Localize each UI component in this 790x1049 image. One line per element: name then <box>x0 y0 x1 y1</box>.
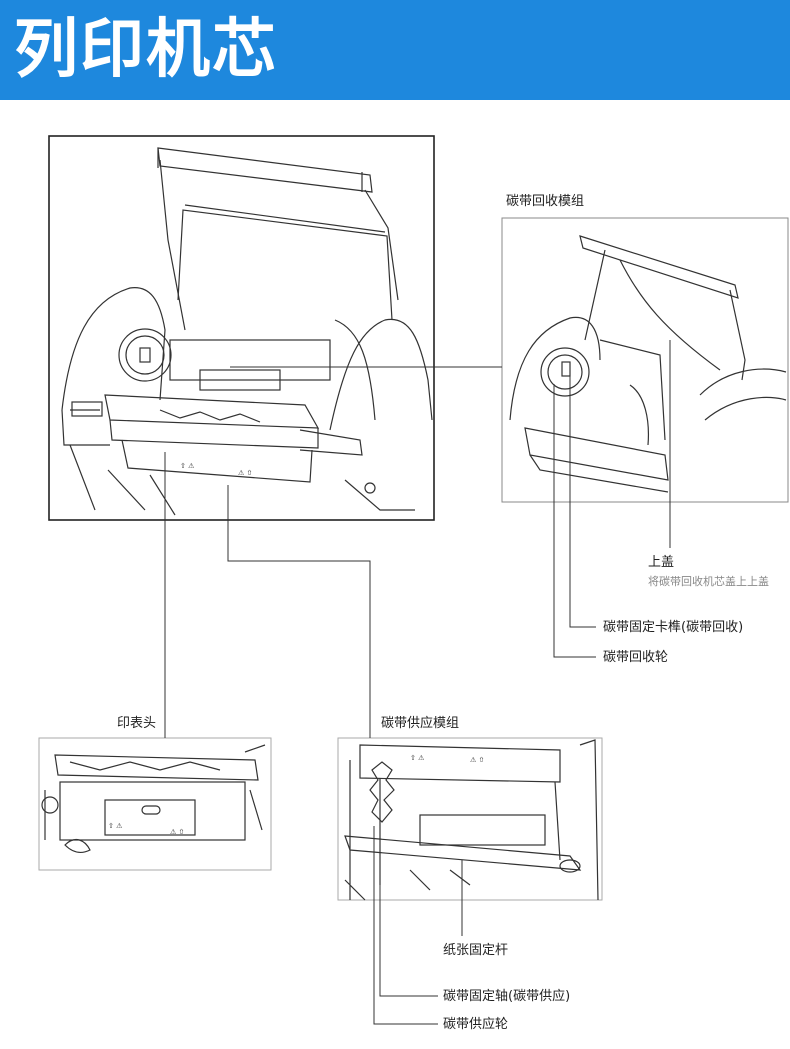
label-print-head: 印表头 <box>117 716 157 731</box>
leader-lines <box>164 340 671 1025</box>
ribbon-rewind-module-drawing <box>509 235 787 493</box>
ribbon-supply-module-drawing <box>344 739 599 901</box>
main-mechanism-drawing <box>61 147 433 516</box>
page-title: 列印机芯 <box>14 13 278 87</box>
label-paper-holder-bar: 纸张固定杆 <box>443 943 509 958</box>
label-ribbon-supply-module: 碳带供应模组 <box>381 716 460 731</box>
svg-text:⚠ ⇧: ⚠ ⇧ <box>238 469 252 477</box>
svg-text:⇧ ⚠: ⇧ ⚠ <box>180 462 195 470</box>
label-top-cover-desc: 将碳带回收机芯盖上上盖 <box>648 575 769 588</box>
label-ribbon-rewind-module: 碳带回收模组 <box>506 194 585 209</box>
label-ribbon-supply-shaft: 碳带固定轴(碳带供应) <box>443 989 571 1004</box>
ribbon-supply-module-frame <box>337 737 603 901</box>
svg-text:⚠ ⇧: ⚠ ⇧ <box>170 828 184 836</box>
svg-text:⇧ ⚠: ⇧ ⚠ <box>108 822 123 830</box>
main-mechanism-frame <box>48 135 435 521</box>
print-head-frame <box>38 737 272 871</box>
print-head-drawing <box>41 744 266 854</box>
svg-text:⚠ ⇧: ⚠ ⇧ <box>470 756 484 764</box>
label-ribbon-rewind-wheel: 碳带回收轮 <box>603 650 669 665</box>
header-banner: 列印机芯 <box>0 0 790 100</box>
label-ribbon-rewind-latch: 碳带固定卡榫(碳带回收) <box>603 620 744 635</box>
ribbon-rewind-module-frame <box>501 217 789 503</box>
label-top-cover: 上盖 <box>648 555 675 570</box>
label-ribbon-supply-wheel: 碳带供应轮 <box>443 1017 509 1032</box>
svg-text:⇧ ⚠: ⇧ ⚠ <box>410 754 425 762</box>
